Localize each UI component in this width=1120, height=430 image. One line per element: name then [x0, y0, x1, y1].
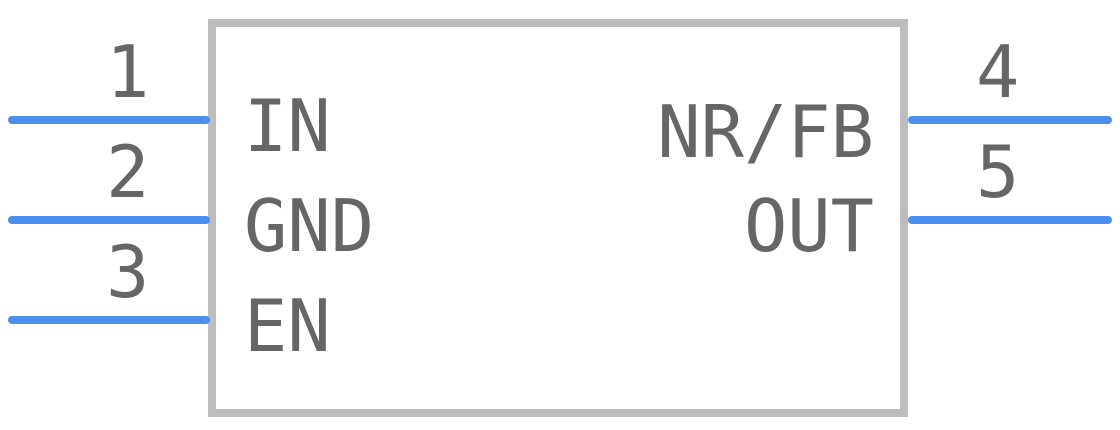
pin-3-number: 3: [106, 230, 150, 314]
pin-4-line: [908, 116, 1112, 124]
pin-3-name: EN: [244, 284, 331, 368]
pin-4-name: NR/FB: [657, 90, 874, 174]
pin-2-line: [8, 216, 210, 224]
pin-4-number: 4: [976, 30, 1020, 114]
pin-1-number: 1: [106, 30, 150, 114]
pin-5-name: OUT: [743, 184, 874, 268]
pin-5-line: [908, 216, 1112, 224]
pin-2-name: GND: [244, 184, 375, 268]
pin-5-number: 5: [976, 130, 1020, 214]
pin-2-number: 2: [106, 130, 150, 214]
component-body-outline: [208, 19, 908, 417]
pin-1-line: [8, 116, 210, 124]
pin-3-line: [8, 316, 210, 324]
pin-1-name: IN: [244, 84, 331, 168]
